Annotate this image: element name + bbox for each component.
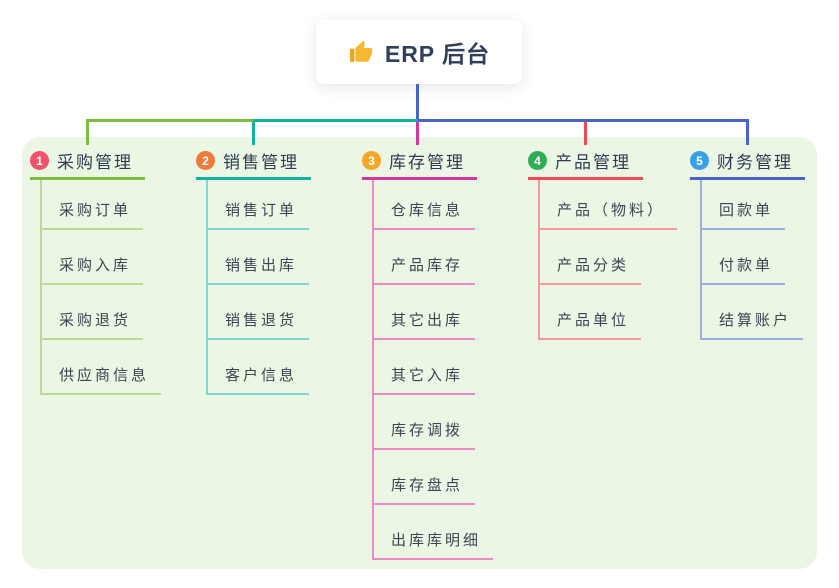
- branch-header-finance[interactable]: 5 财务管理: [690, 145, 805, 180]
- branch-title: 销售管理: [223, 153, 299, 172]
- branch-title: 财务管理: [717, 153, 793, 172]
- child-node[interactable]: 结算账户: [702, 285, 804, 340]
- branch-children-sales: 销售订单 销售出库 销售退货 客户信息: [206, 180, 310, 395]
- branch-finance: 5 财务管理 回款单 付款单 结算账户: [690, 145, 805, 340]
- branch-header-purchase[interactable]: 1 采购管理: [30, 145, 145, 180]
- branch-index-badge: 3: [362, 151, 381, 170]
- branch-index-badge: 4: [528, 151, 547, 170]
- drop-connector-product: [584, 122, 587, 145]
- child-node[interactable]: 销售出库: [208, 230, 310, 285]
- child-node[interactable]: 采购入库: [42, 230, 144, 285]
- child-node[interactable]: 销售订单: [208, 180, 310, 230]
- thumbs-up-icon: [350, 40, 373, 62]
- root-node[interactable]: ERP 后台: [316, 20, 522, 84]
- branch-title: 采购管理: [57, 153, 133, 172]
- drop-connector-inventory: [416, 122, 419, 145]
- branch-purchase: 1 采购管理 采购订单 采购入库 采购退货 供应商信息: [30, 145, 162, 395]
- bar-segment-green: [86, 119, 253, 122]
- root-title: ERP 后台: [384, 41, 491, 67]
- branch-sales: 2 销售管理 销售订单 销售出库 销售退货 客户信息: [196, 145, 311, 395]
- branch-title: 库存管理: [389, 153, 465, 172]
- child-node[interactable]: 出库库明细: [374, 505, 494, 560]
- branch-header-product[interactable]: 4 产品管理: [528, 145, 643, 180]
- branch-product: 4 产品管理 产品（物料） 产品分类 产品单位: [528, 145, 678, 340]
- child-node[interactable]: 供应商信息: [42, 340, 162, 395]
- child-node[interactable]: 产品单位: [540, 285, 642, 340]
- child-node[interactable]: 库存调拨: [374, 395, 476, 450]
- child-node[interactable]: 其它入库: [374, 340, 476, 395]
- child-node[interactable]: 采购退货: [42, 285, 144, 340]
- child-node[interactable]: 付款单: [702, 230, 786, 285]
- child-node[interactable]: 客户信息: [208, 340, 310, 395]
- branch-children-product: 产品（物料） 产品分类 产品单位: [538, 180, 678, 340]
- bar-segment-blue: [418, 119, 749, 122]
- branch-children-purchase: 采购订单 采购入库 采购退货 供应商信息: [40, 180, 162, 395]
- child-node[interactable]: 其它出库: [374, 285, 476, 340]
- child-node[interactable]: 销售退货: [208, 285, 310, 340]
- branch-index-badge: 5: [690, 151, 709, 170]
- child-node[interactable]: 采购订单: [42, 180, 144, 230]
- child-node[interactable]: 仓库信息: [374, 180, 476, 230]
- mindmap-panel: [22, 137, 817, 569]
- branch-index-badge: 2: [196, 151, 215, 170]
- bar-segment-teal: [253, 119, 418, 122]
- branch-title: 产品管理: [555, 153, 631, 172]
- branch-index-badge: 1: [30, 151, 49, 170]
- child-node[interactable]: 产品（物料）: [540, 180, 678, 230]
- branch-children-inventory: 仓库信息 产品库存 其它出库 其它入库 库存调拨 库存盘点 出库库明细: [372, 180, 494, 560]
- root-stem-connector: [416, 84, 419, 121]
- branch-inventory: 3 库存管理 仓库信息 产品库存 其它出库 其它入库 库存调拨 库存盘点 出库库…: [362, 145, 494, 560]
- child-node[interactable]: 回款单: [702, 180, 786, 230]
- branch-children-finance: 回款单 付款单 结算账户: [700, 180, 804, 340]
- child-node[interactable]: 产品库存: [374, 230, 476, 285]
- child-node[interactable]: 库存盘点: [374, 450, 476, 505]
- branch-header-sales[interactable]: 2 销售管理: [196, 145, 311, 180]
- branch-header-inventory[interactable]: 3 库存管理: [362, 145, 477, 180]
- drop-connector-purchase: [86, 119, 89, 145]
- drop-connector-sales: [252, 122, 255, 145]
- child-node[interactable]: 产品分类: [540, 230, 642, 285]
- drop-connector-finance: [746, 119, 749, 145]
